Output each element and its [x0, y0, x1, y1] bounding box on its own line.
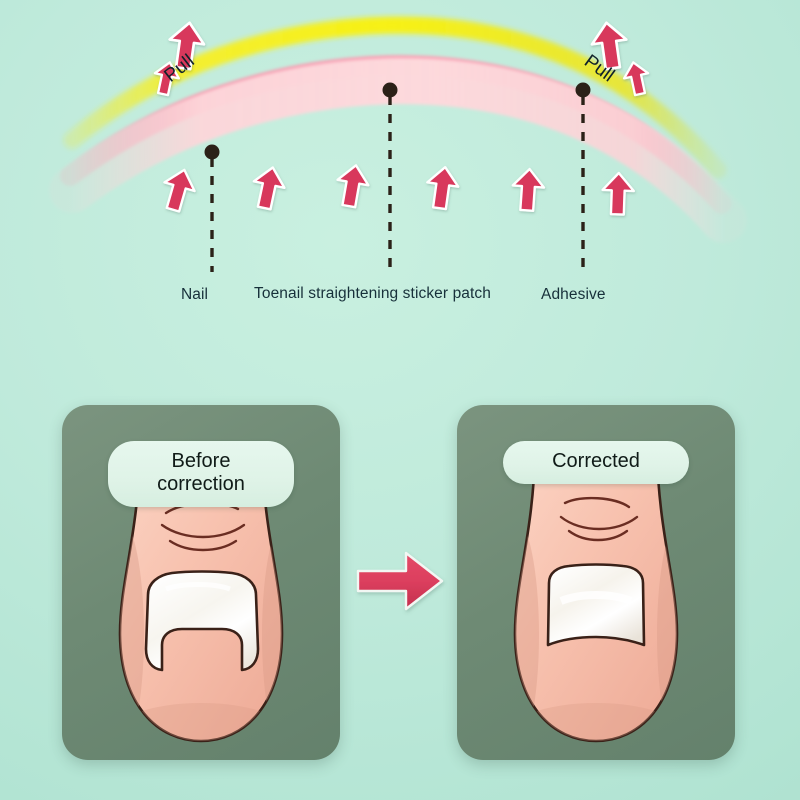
callout-pin-nail [204, 144, 220, 272]
toe-illustration-after [457, 405, 735, 760]
callout-pin-patch [382, 82, 398, 272]
toe-vector-after [513, 451, 679, 743]
toe-wrinkles-after [559, 496, 639, 542]
callout-label-patch: Toenail straightening sticker patch [254, 285, 491, 302]
toe-illustration-before [62, 405, 340, 760]
nail-highlight-after [559, 591, 633, 605]
down-arrow-group [163, 164, 636, 216]
pull-label-right-group: Pull [565, 20, 685, 100]
callout-label-nail: Nail [181, 286, 209, 303]
ingrown-nail-before [144, 570, 260, 672]
arrow-right-icon [356, 551, 444, 611]
cross-section-diagram: Pull Pull Nail Toenail straightening sti… [0, 0, 800, 330]
panel-before-correction: Before correction [62, 405, 340, 760]
nail-highlight-before [165, 582, 231, 592]
pull-label-left: Pull [160, 50, 199, 87]
callout-pin-adhesive [575, 82, 591, 274]
callout-label-adhesive: Adhesive [541, 286, 606, 303]
panel-corrected: Corrected [457, 405, 735, 760]
pull-label-right: Pull [580, 50, 619, 87]
nail-band [49, 58, 747, 243]
panel-label-after: Corrected [503, 441, 689, 484]
panel-label-before: Before correction [108, 441, 294, 507]
toe-vector-before [118, 451, 284, 743]
pull-label-left-group: Pull [140, 20, 260, 100]
corrected-nail-after [546, 563, 646, 647]
